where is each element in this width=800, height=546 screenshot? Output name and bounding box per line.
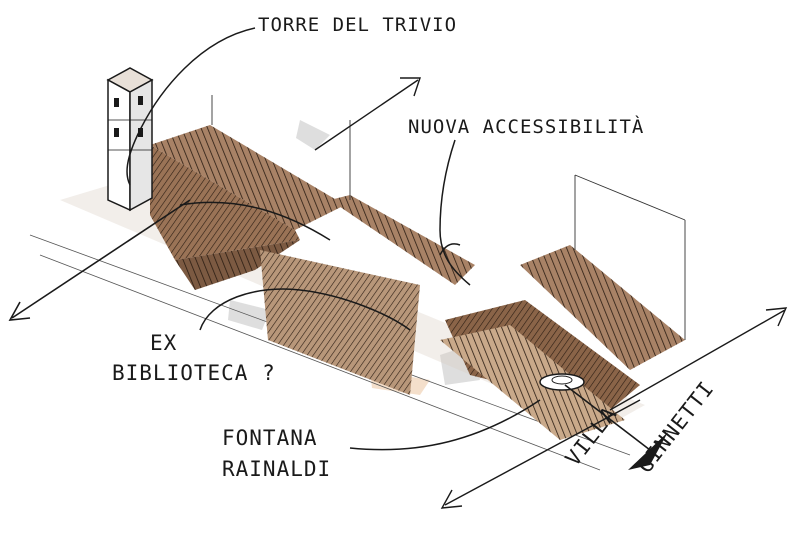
rainaldi-label: RAINALDI: [222, 457, 332, 481]
ex-label: EX: [150, 331, 178, 355]
torre-del-trivio-label: TORRE DEL TRIVIO: [258, 14, 458, 36]
ghost-outlines: [211, 95, 686, 340]
arrow-right-axis: [609, 307, 788, 411]
leader-lines: [126, 27, 541, 451]
arrow-left-street: [8, 199, 191, 321]
fontana-fountain: [539, 373, 585, 391]
fontana-label: FONTANA: [222, 426, 318, 450]
arrow-villa-ginnetti: [564, 384, 668, 470]
biblioteca-label: BIBLIOTECA ?: [112, 361, 276, 385]
block-plaza: [440, 325, 625, 440]
nuova-accessibilita-label: NUOVA ACCESSIBILITÀ: [408, 116, 645, 138]
block-central: [260, 195, 475, 395]
arrow-top-axis: [314, 77, 421, 151]
torre-tower: [106, 67, 154, 212]
